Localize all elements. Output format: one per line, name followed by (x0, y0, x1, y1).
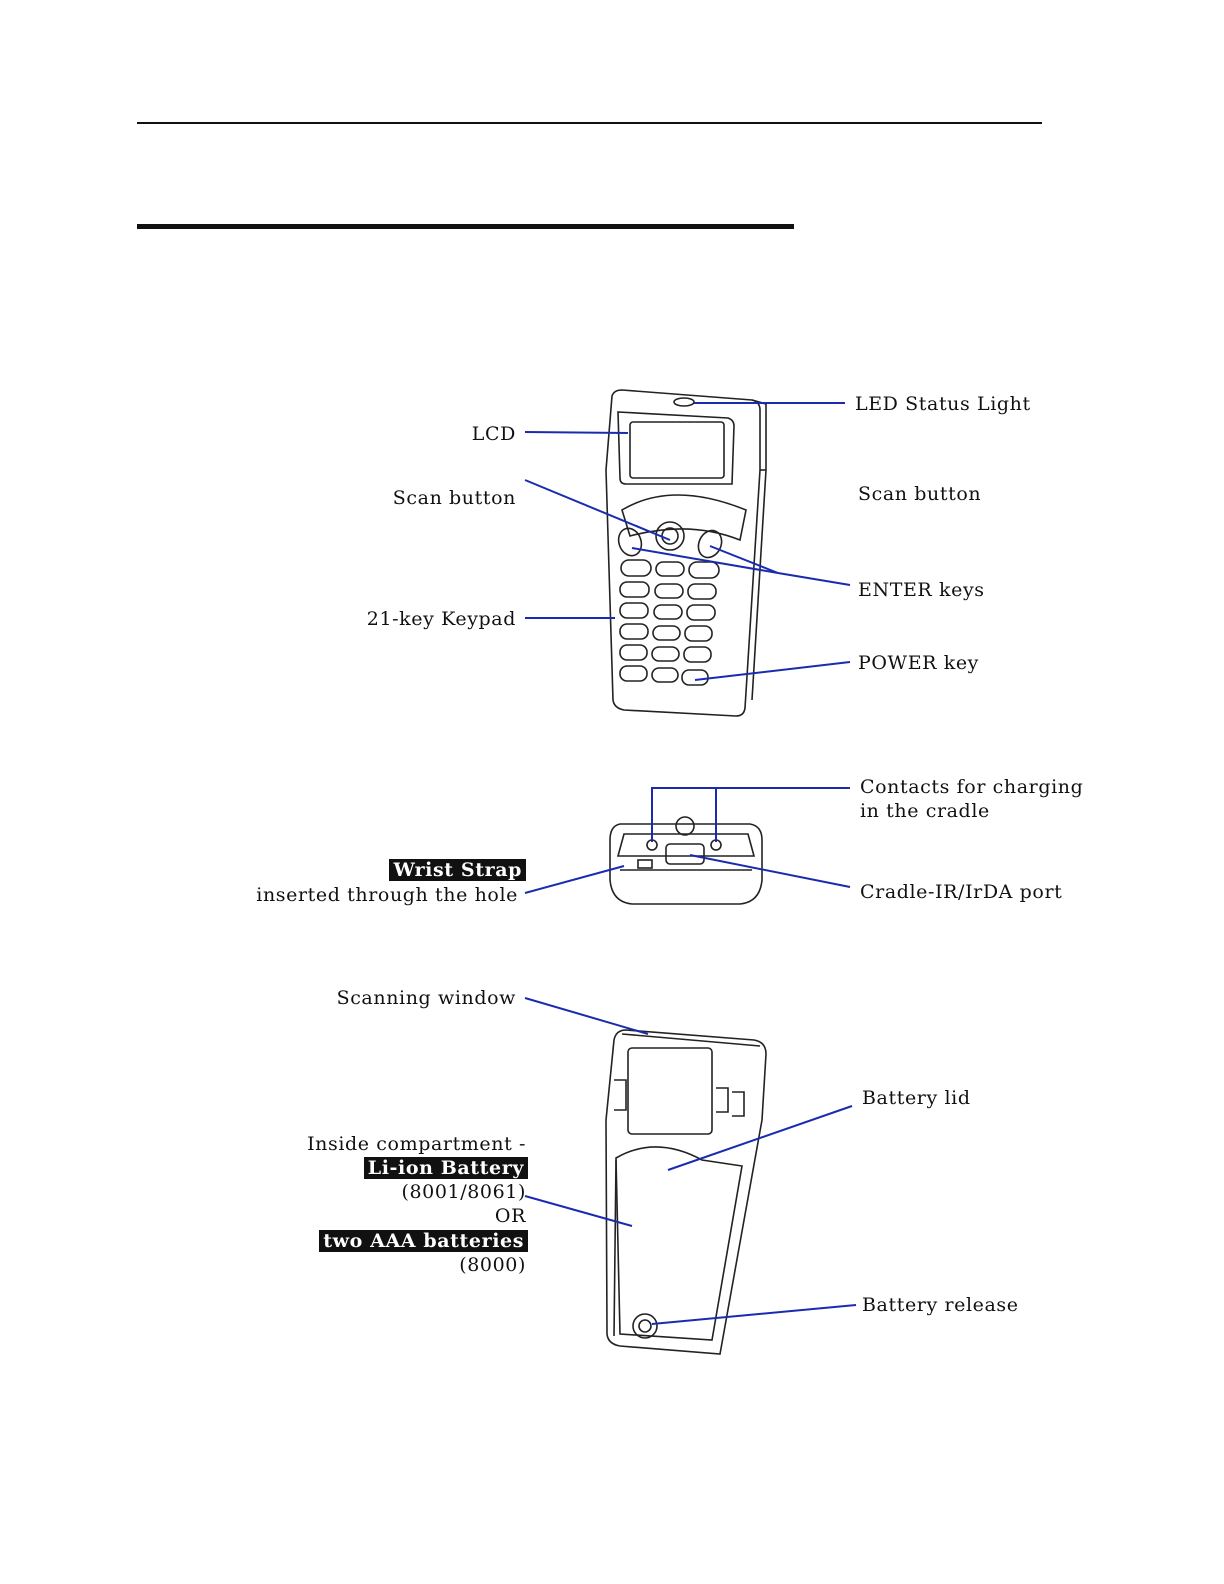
label-battery-lid: Battery lid (862, 1086, 971, 1110)
label-wrist-strap-row: Wrist Strap (300, 858, 526, 882)
label-or: OR (260, 1204, 526, 1228)
label-aaa-row: two AAA batteries (240, 1229, 528, 1253)
label-compartment-line1: Inside compartment - (260, 1132, 526, 1156)
label-contacts-line2: in the cradle (860, 799, 990, 823)
label-contacts-line1: Contacts for charging (860, 775, 1083, 799)
front-view-device (606, 390, 766, 716)
label-li-ion-row: Li-ion Battery (260, 1156, 528, 1180)
label-enter-keys: ENTER keys (858, 578, 985, 602)
label-aaa-batteries: two AAA batteries (319, 1230, 528, 1252)
label-wrist-strap-desc: inserted through the hole (240, 883, 518, 907)
label-scan-button-right: Scan button (858, 482, 981, 506)
label-keypad: 21-key Keypad (300, 607, 516, 631)
label-wrist-strap: Wrist Strap (389, 859, 526, 881)
label-power-key: POWER key (858, 651, 979, 675)
label-lcd: LCD (380, 422, 516, 446)
back-view-device (606, 1030, 766, 1354)
label-cradle-port: Cradle-IR/IrDA port (860, 880, 1062, 904)
label-aaa-model: (8000) (260, 1253, 526, 1277)
label-li-ion-models: (8001/8061) (260, 1180, 526, 1204)
label-battery-release: Battery release (862, 1293, 1019, 1317)
label-li-ion-battery: Li-ion Battery (364, 1157, 528, 1179)
label-scanning-window: Scanning window (300, 986, 516, 1010)
bottom-view-device (610, 817, 762, 904)
label-led-status-light: LED Status Light (855, 392, 1031, 416)
label-scan-button-left: Scan button (340, 486, 516, 510)
